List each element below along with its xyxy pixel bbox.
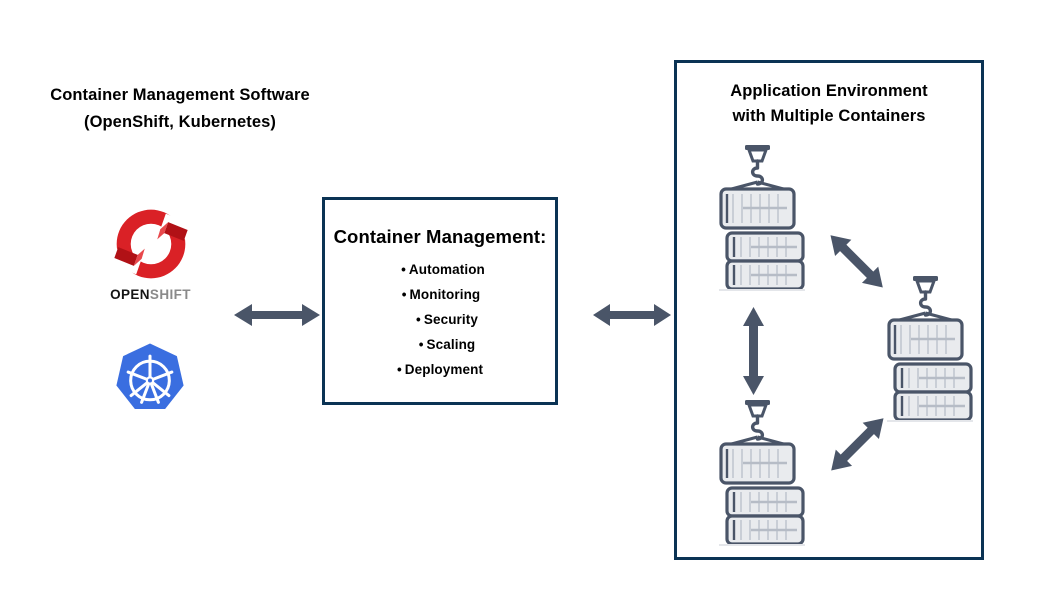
shipping-container [725, 231, 805, 263]
shipping-container [725, 514, 805, 546]
list-item: •Monitoring [325, 282, 555, 307]
shipping-container [719, 442, 796, 485]
shipping-container [725, 259, 805, 291]
list-item-label: Monitoring [409, 287, 481, 302]
list-item: •Scaling [325, 332, 555, 357]
right-panel-title: Application Environment with Multiple Co… [677, 79, 981, 129]
list-item: •Automation [325, 257, 555, 282]
container-stack-top-left [719, 145, 805, 291]
openshift-logo: OPENSHIFT [103, 205, 198, 310]
shipping-container [719, 187, 796, 230]
kubernetes-helm-icon [116, 343, 184, 410]
container-stack-middle-right [887, 276, 973, 422]
crane-hook-icon [723, 400, 792, 448]
openshift-wordmark: OPENSHIFT [103, 287, 198, 302]
list-item-label: Security [423, 312, 478, 327]
center-box-list: •Automation •Monitoring •Security •Scali… [325, 257, 555, 382]
arrow-bottomleft-to-middleright [831, 418, 884, 471]
application-environment-panel: Application Environment with Multiple Co… [674, 60, 984, 560]
bullet-icon: • [418, 337, 424, 352]
shipping-container [893, 362, 973, 394]
right-panel-title-line2: with Multiple Containers [732, 107, 926, 125]
openshift-ring-icon [112, 209, 190, 279]
list-item: •Security [325, 307, 555, 332]
openshift-wordmark-light: SHIFT [149, 287, 191, 302]
crane-hook-icon [723, 145, 792, 193]
container-stack-bottom-left [719, 400, 805, 546]
arrow-box-to-panel [593, 304, 671, 326]
shipping-container [893, 390, 973, 422]
kubernetes-logo [108, 341, 192, 425]
list-item-label: Scaling [426, 337, 476, 352]
arrow-topleft-to-middleright [830, 235, 883, 288]
container-management-box: Container Management: •Automation •Monit… [322, 197, 558, 405]
right-panel-title-line1: Application Environment [730, 82, 928, 100]
bullet-icon: • [396, 362, 402, 377]
left-heading-line1: Container Management Software [50, 86, 310, 104]
shipping-container [887, 318, 964, 361]
openshift-wordmark-bold: OPEN [110, 287, 150, 302]
shipping-container [725, 486, 805, 518]
bullet-icon: • [416, 312, 421, 327]
center-box-title: Container Management: [333, 226, 547, 247]
list-item-label: Automation [408, 262, 485, 277]
arrow-logos-to-box [234, 304, 320, 326]
bullet-icon: • [401, 262, 406, 277]
crane-hook-icon [891, 276, 960, 324]
arrow-topleft-to-bottomleft [743, 307, 764, 395]
bullet-icon: • [401, 287, 407, 302]
left-heading-line2: (OpenShift, Kubernetes) [83, 113, 277, 131]
list-item: •Deployment [325, 357, 555, 382]
left-heading: Container Management Software (OpenShift… [20, 82, 340, 136]
list-item-label: Deployment [404, 362, 484, 377]
